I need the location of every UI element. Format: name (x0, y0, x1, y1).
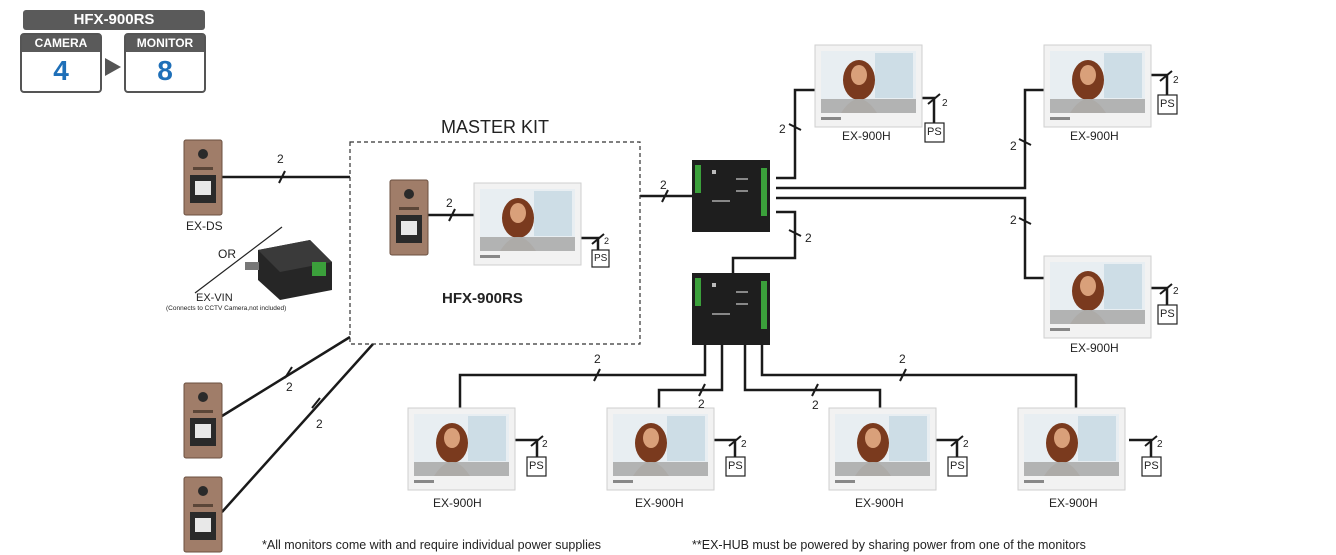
wire-count: 2 (805, 231, 812, 245)
wire-count: 2 (741, 439, 747, 450)
wire-count: 2 (446, 196, 453, 210)
wire-count: 2 (542, 439, 548, 450)
wire-count: 2 (963, 439, 969, 450)
ex-vin-label: EX-VIN (196, 292, 233, 304)
master-kit-model: HFX-900RS (442, 290, 523, 307)
master-kit-frame (349, 141, 641, 345)
ps-label: PS (1160, 98, 1175, 110)
door-station-3 (183, 476, 223, 553)
monitor-top-center (814, 44, 923, 128)
wire-count: 2 (698, 397, 705, 411)
wire-ticks (278, 70, 1173, 447)
monitor-bottom-2 (606, 407, 715, 491)
monitor-count: 8 (157, 55, 173, 86)
monitor-bottom-4 (1017, 407, 1126, 491)
or-label: OR (218, 247, 236, 261)
ex-vin-device (245, 240, 332, 300)
door-station-label: EX-DS (186, 219, 223, 233)
ps-label: PS (950, 460, 965, 472)
wire-count: 2 (779, 122, 786, 136)
wire-count: 2 (1157, 439, 1163, 450)
wires (221, 73, 1169, 513)
monitor-label-bottom-3: EX-900H (855, 496, 904, 510)
monitor-label-bottom-1: EX-900H (433, 496, 482, 510)
master-kit-title: MASTER KIT (441, 117, 550, 137)
camera-count-box: CAMERA 4 (20, 33, 102, 93)
footnote-hub-power: **EX-HUB must be powered by sharing powe… (692, 538, 1086, 552)
ps-label: PS (529, 460, 544, 472)
wire-count: 2 (316, 417, 323, 431)
monitor-top-right (1043, 44, 1152, 128)
wire-count: 2 (812, 398, 819, 412)
camera-label: CAMERA (22, 35, 100, 52)
wire-count: 2 (899, 352, 906, 366)
door-station-master (389, 179, 429, 256)
monitor-label-top-right: EX-900H (1070, 129, 1119, 143)
wire-count: 2 (594, 352, 601, 366)
door-station-ex-ds (183, 139, 223, 216)
wire-count: 2 (1010, 213, 1017, 227)
wire-count: 2 (277, 152, 284, 166)
model-title-bar: HFX-900RS (23, 10, 205, 30)
ps-label: PS (594, 253, 608, 264)
ex-hub-2 (692, 273, 770, 345)
wire-count: 2 (660, 178, 667, 192)
ex-vin-note: (Connects to CCTV Camera,not included) (166, 305, 287, 312)
ps-label: PS (728, 460, 743, 472)
monitor-bottom-3 (828, 407, 937, 491)
master-monitor (473, 182, 582, 266)
monitor-label: MONITOR (126, 35, 204, 52)
monitor-label-right-middle: EX-900H (1070, 341, 1119, 355)
monitor-label-bottom-2: EX-900H (635, 496, 684, 510)
wire-count: 2 (286, 380, 293, 394)
power-supplies (526, 94, 1178, 477)
door-station-2 (183, 382, 223, 459)
arrow-right-icon (105, 58, 121, 76)
monitor-count-box: MONITOR 8 (124, 33, 206, 93)
monitor-label-top-center: EX-900H (842, 129, 891, 143)
monitor-label-bottom-4: EX-900H (1049, 496, 1098, 510)
wire-count: 2 (1173, 286, 1179, 297)
ps-label: PS (1160, 308, 1175, 320)
ex-hub-1 (692, 160, 770, 232)
wire-count: 2 (942, 98, 948, 109)
ps-label: PS (927, 126, 942, 138)
camera-count: 4 (53, 55, 69, 86)
footnote-power-supplies: *All monitors come with and require indi… (262, 538, 602, 552)
or-divider (194, 226, 283, 294)
wire-count: 2 (1010, 139, 1017, 153)
wire-count: 2 (1173, 75, 1179, 86)
monitor-right-middle (1043, 255, 1152, 339)
monitor-bottom-1 (407, 407, 516, 491)
wire-count: 2 (604, 236, 610, 246)
ps-label: PS (1144, 460, 1159, 472)
